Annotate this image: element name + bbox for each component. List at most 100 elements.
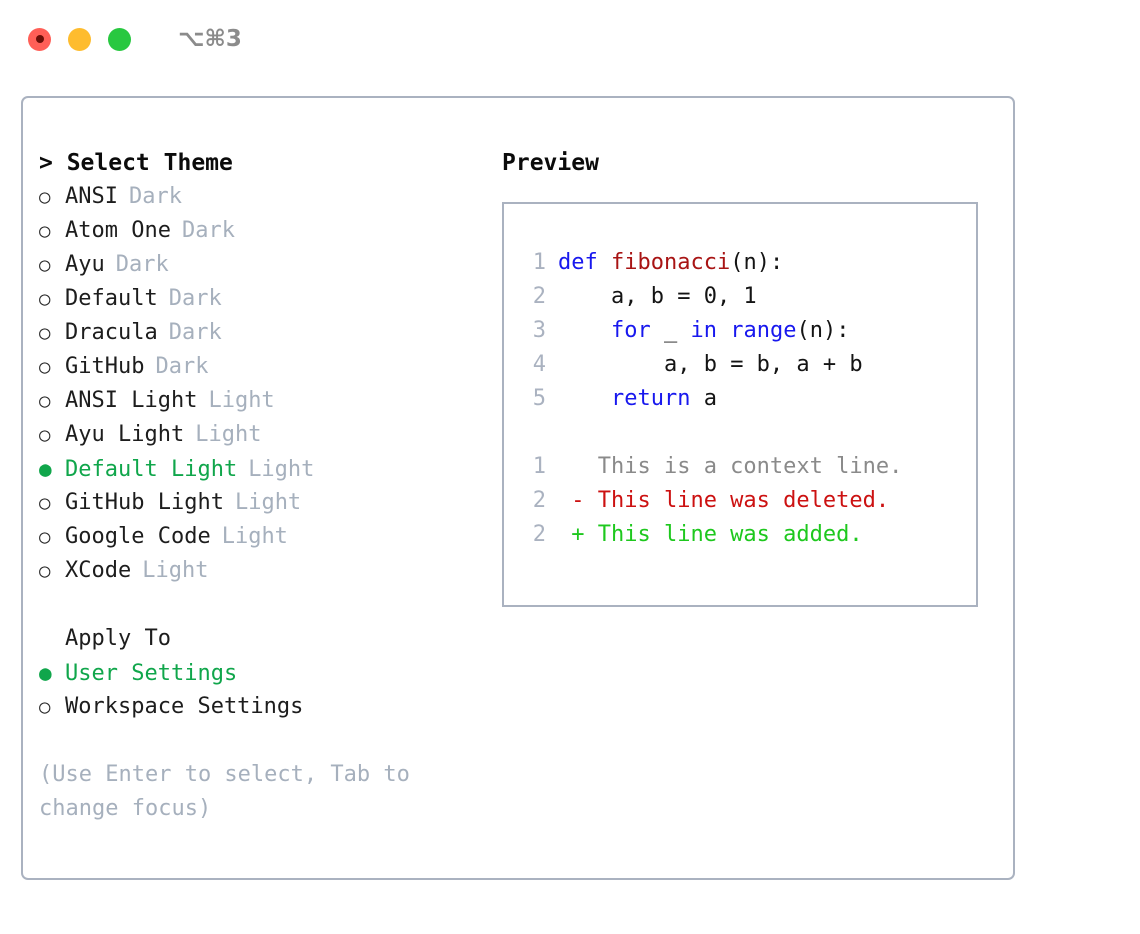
theme-option-mode: Light — [234, 490, 302, 515]
theme-option-dracula[interactable]: ○ Dracula Dark — [39, 316, 479, 350]
maximize-button[interactable] — [108, 27, 131, 51]
theme-option-github-light[interactable]: ○ GitHub Light Light — [39, 486, 479, 520]
code-token-kw: range — [730, 318, 797, 343]
radio-unselected-icon[interactable]: ○ — [39, 424, 51, 446]
radio-unselected-icon[interactable]: ○ — [39, 526, 51, 548]
diff-line: 2 - This line was deleted. — [504, 484, 976, 518]
diff-line: 2 + This line was added. — [504, 518, 976, 552]
close-button[interactable] — [28, 27, 51, 51]
radio-unselected-icon[interactable]: ○ — [39, 696, 51, 718]
theme-option-mode: Light — [142, 558, 209, 583]
apply-to-option-workspace-settings[interactable]: ○ Workspace Settings — [39, 690, 479, 724]
code-token-plain: (n): — [730, 250, 784, 275]
radio-selected-icon[interactable]: ● — [39, 661, 52, 685]
code-token-plain: _ — [663, 318, 691, 343]
theme-option-mode: Light — [208, 388, 275, 413]
code-line: 1 def fibonacci(n): — [504, 246, 976, 280]
theme-option-label: Default Light — [65, 457, 238, 482]
theme-option-ansi-light[interactable]: ○ ANSI Light Light — [39, 384, 479, 418]
theme-option-label: ANSI — [65, 184, 118, 209]
theme-option-mode: Light — [195, 422, 262, 447]
theme-option-atom-one[interactable]: ○ Atom One Dark — [39, 214, 479, 248]
code-token-plain: a — [703, 386, 717, 411]
code-token-plain: (n): — [796, 318, 850, 343]
theme-option-label: ANSI Light — [65, 388, 198, 413]
radio-unselected-icon[interactable]: ○ — [39, 390, 51, 412]
theme-option-mode: Dark — [168, 286, 222, 311]
diff-line: 1 This is a context line. — [504, 450, 976, 484]
theme-option-label: Ayu Light — [65, 422, 185, 447]
code-diff-separator — [504, 416, 976, 450]
theme-option-default-light[interactable]: ● Default Light Light — [39, 452, 479, 486]
diff-line-number: 2 — [532, 488, 546, 513]
code-line-content: return a — [558, 382, 717, 416]
apply-to-option-user-settings[interactable]: ● User Settings — [39, 656, 479, 690]
list-spacer — [39, 588, 479, 622]
code-line-number: 5 — [532, 386, 546, 411]
theme-option-google-code[interactable]: ○ Google Code Light — [39, 520, 479, 554]
theme-option-label: Atom One — [65, 218, 171, 243]
code-token-plain: a, b = 0, 1 — [610, 284, 757, 309]
code-line-content: a, b = b, a + b — [558, 348, 863, 382]
diff-line-number: 2 — [532, 522, 546, 547]
code-line: 2 a, b = 0, 1 — [504, 280, 976, 314]
diff-line-content: This is a context line. — [558, 454, 903, 479]
theme-option-mode: Dark — [168, 320, 222, 345]
radio-unselected-icon[interactable]: ○ — [39, 356, 51, 378]
diff-line-content: - This line was deleted. — [558, 488, 890, 513]
code-line-number: 3 — [532, 318, 546, 343]
diff-line-number: 1 — [532, 454, 546, 479]
code-line-number: 4 — [532, 352, 546, 377]
apply-to-option-label: Workspace Settings — [65, 694, 304, 719]
keyboard-shortcut-label: ⌥⌘3 — [178, 26, 242, 52]
code-token-kw: def — [558, 250, 611, 275]
keyboard-hint: (Use Enter to select, Tab to change focu… — [39, 762, 424, 821]
radio-unselected-icon[interactable]: ○ — [39, 560, 51, 582]
code-token-kw: return — [610, 386, 704, 411]
code-line-number: 1 — [532, 250, 546, 275]
preview-title: Preview — [502, 150, 599, 176]
title-bar: ⌥⌘3 — [0, 0, 1140, 78]
radio-unselected-icon[interactable]: ○ — [39, 288, 51, 310]
minimize-button[interactable] — [68, 27, 91, 51]
diff-line-content: + This line was added. — [558, 522, 863, 547]
radio-unselected-icon[interactable]: ○ — [39, 186, 51, 208]
theme-option-label: XCode — [65, 558, 132, 583]
radio-selected-icon[interactable]: ● — [39, 457, 52, 481]
theme-option-mode: Dark — [115, 252, 169, 277]
code-line-content: def fibonacci(n): — [558, 246, 783, 280]
code-token-kw: in — [690, 318, 731, 343]
theme-option-mode: Dark — [181, 218, 235, 243]
theme-option-mode: Light — [248, 457, 315, 482]
code-token-fn: fibonacci — [610, 250, 731, 275]
apply-to-option-label: User Settings — [65, 661, 238, 686]
code-token-kw: for — [610, 318, 664, 343]
theme-option-label: GitHub Light — [65, 490, 224, 515]
diff-sample: 1 This is a context line.2 - This line w… — [504, 450, 976, 552]
theme-option-label: Google Code — [65, 524, 211, 549]
radio-unselected-icon[interactable]: ○ — [39, 254, 51, 276]
apply-to-list: ● User Settings ○ Workspace Settings — [39, 656, 479, 724]
code-line-number: 2 — [532, 284, 546, 309]
radio-unselected-icon[interactable]: ○ — [39, 492, 51, 514]
radio-unselected-icon[interactable]: ○ — [39, 220, 51, 242]
code-line-content: for _ in range(n): — [558, 314, 849, 348]
code-token-plain: a, b = b, a + b — [663, 352, 863, 377]
theme-option-mode: Dark — [128, 184, 182, 209]
code-line: 4 a, b = b, a + b — [504, 348, 976, 382]
code-line: 5 return a — [504, 382, 976, 416]
theme-option-mode: Light — [221, 524, 288, 549]
theme-option-ansi[interactable]: ○ ANSI Dark — [39, 180, 479, 214]
apply-to-header: Apply To — [65, 626, 171, 651]
theme-option-ayu-light[interactable]: ○ Ayu Light Light — [39, 418, 479, 452]
code-line: 3 for _ in range(n): — [504, 314, 976, 348]
theme-option-label: Dracula — [65, 320, 158, 345]
radio-unselected-icon[interactable]: ○ — [39, 322, 51, 344]
theme-option-xcode[interactable]: ○ XCode Light — [39, 554, 479, 588]
